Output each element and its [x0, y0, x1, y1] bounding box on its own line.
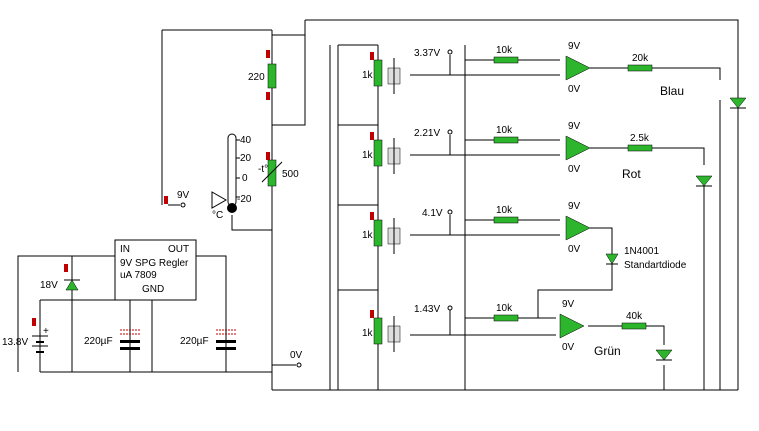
battery: + 13.8V — [2, 318, 49, 353]
rin-3-label: 10k — [496, 205, 513, 216]
pot-2-label: 1k — [362, 150, 374, 161]
ref-4-label: 1.43V — [414, 304, 440, 315]
diode-sublabel: Standartdiode — [624, 260, 687, 271]
opamp-3-vcc: 9V — [568, 201, 581, 212]
scale-20: 20 — [240, 153, 252, 164]
node-9v-label: 9V — [177, 190, 190, 201]
regulator-pin-in: IN — [120, 244, 130, 255]
rin-1-label: 10k — [496, 45, 513, 56]
led-blau-label: Blau — [660, 84, 684, 98]
cap-left-label: 220µF — [84, 336, 113, 347]
diode-label: 1N4001 — [624, 246, 659, 257]
battery-plus-sign: + — [43, 326, 49, 337]
zener-diode: 18V — [40, 264, 80, 291]
cap-right-label: 220µF — [180, 336, 209, 347]
ntc-symbol: -t° — [258, 164, 268, 175]
ref-2-label: 2.21V — [414, 128, 440, 139]
thermometer-icon: 40 20 0 -20 °C — [212, 133, 252, 221]
capacitor-right: 220µF — [180, 329, 236, 350]
opamp-1-vcc: 9V — [568, 41, 581, 52]
rin-4-label: 10k — [496, 303, 513, 314]
rout-2-label: 2.5k — [630, 133, 650, 144]
ref-3-label: 4.1V — [422, 208, 443, 219]
led-rot-label: Rot — [622, 167, 641, 181]
rin-2-label: 10k — [496, 125, 513, 136]
node-0v-label: 0V — [290, 350, 303, 361]
capacitor-left: 220µF — [84, 329, 140, 350]
opamp-4-vcc: 9V — [562, 299, 575, 310]
scale-0: 0 — [242, 173, 248, 184]
regulator-line2: uA 7809 — [120, 270, 157, 281]
channel-blau: 1k 3.37V 10k 9V 0V 20k Blau — [362, 41, 747, 109]
opamp-4-gnd: 0V — [562, 342, 575, 353]
channel-rot: 1k 2.21V 10k 9V 0V 2.5k Rot — [362, 121, 713, 187]
opamp-2-gnd: 0V — [568, 164, 581, 175]
opamp-2-vcc: 9V — [568, 121, 581, 132]
resistor-220: 220 — [248, 50, 277, 100]
opamp-3-gnd: 0V — [568, 244, 581, 255]
voltage-regulator: IN OUT 9V SPG Regler uA 7809 GND — [114, 239, 197, 301]
zener-voltage-label: 18V — [40, 280, 58, 291]
wiring — [17, 19, 739, 391]
node-9v: 9V — [164, 190, 190, 208]
opamp-1-gnd: 0V — [568, 84, 581, 95]
pot-3-label: 1k — [362, 230, 374, 241]
ntc-value-label: 500 — [282, 169, 299, 180]
resistor-220-label: 220 — [248, 72, 265, 83]
rout-1-label: 20k — [632, 53, 649, 64]
led-gruen-label: Grün — [594, 344, 621, 358]
regulator-pin-gnd: GND — [142, 284, 164, 295]
ntc-thermistor: -t° 500 — [258, 152, 299, 187]
node-0v: 0V — [272, 350, 303, 368]
unit-celsius: °C — [212, 210, 223, 221]
scale-minus-20: -20 — [237, 194, 252, 205]
scale-40: 40 — [240, 135, 252, 146]
regulator-line1: 9V SPG Regler — [120, 258, 189, 269]
ref-1-label: 3.37V — [414, 48, 440, 59]
pot-1-label: 1k — [362, 70, 374, 81]
pot-4-label: 1k — [362, 328, 374, 339]
channel-diode: 1k 4.1V 10k 9V 0V 1N4001 Standartdiode — [362, 201, 687, 271]
battery-voltage-label: 13.8V — [2, 337, 28, 348]
rout-4-label: 40k — [626, 311, 643, 322]
regulator-pin-out: OUT — [168, 244, 189, 255]
speaker-icon — [211, 191, 228, 209]
channel-gruen: 1k 1.43V 10k 9V 0V 40k Grün — [362, 299, 673, 361]
